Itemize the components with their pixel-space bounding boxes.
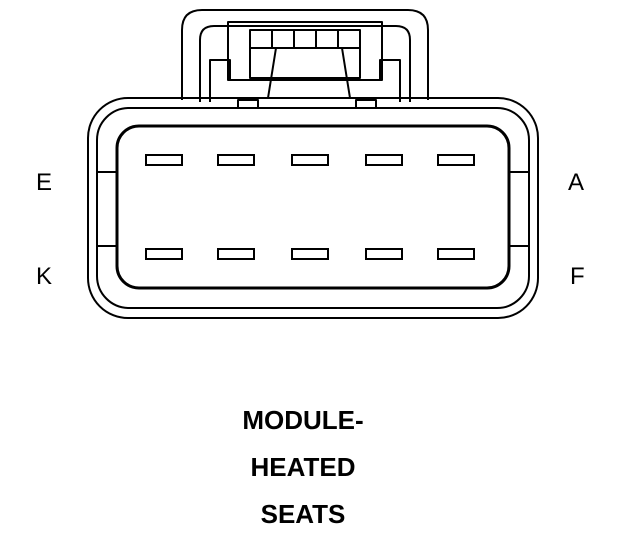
terminal-pin	[217, 248, 255, 260]
pin-label-e: E	[36, 169, 53, 196]
terminal-pin	[217, 154, 255, 166]
caption-line-3: SEATS	[260, 499, 346, 529]
connector-shell-outer	[87, 97, 539, 319]
lock-tab-outer	[181, 9, 429, 100]
pin-label-a: A	[568, 169, 585, 196]
pin-label-k: K	[36, 263, 53, 290]
pin-label-f: F	[570, 263, 585, 290]
connector-diagram: E K A F MODULE- HEATED SEATS	[36, 9, 585, 529]
terminal-pin	[291, 154, 329, 166]
terminal-pin	[145, 248, 183, 260]
terminal-cavity	[115, 124, 511, 290]
latch-inner	[249, 29, 361, 79]
latch-frame	[227, 21, 383, 81]
terminal-pin	[365, 154, 403, 166]
connector-face-drawing	[87, 9, 539, 319]
terminal-pin	[437, 248, 475, 260]
latch-base-tab-right	[355, 99, 377, 109]
terminal-pin-group	[145, 154, 475, 260]
latch-base-tab-left	[237, 99, 259, 109]
terminal-pin	[291, 248, 329, 260]
terminal-pin	[437, 154, 475, 166]
caption-line-1: MODULE-	[242, 405, 364, 435]
latch-ramp	[267, 47, 351, 99]
lock-tab-inner	[199, 25, 411, 102]
connector-shell-middle	[96, 107, 530, 309]
terminal-pin	[145, 154, 183, 166]
component-caption: MODULE- HEATED SEATS	[200, 400, 406, 541]
caption-line-2: HEATED	[250, 452, 356, 482]
terminal-pin	[365, 248, 403, 260]
